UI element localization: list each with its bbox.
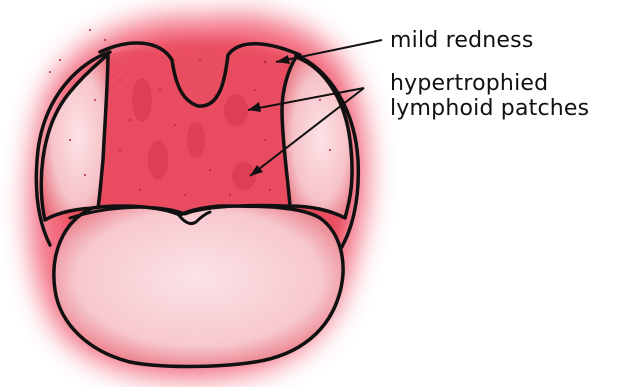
lymphoid-patch: [224, 94, 248, 126]
lymphoid-patch: [187, 122, 205, 158]
label-mild-redness: mild redness: [390, 30, 533, 52]
lymphoid-patch: [148, 140, 168, 180]
lymphoid-patch: [232, 162, 256, 190]
label-hypertrophied: hypertrophied: [390, 73, 548, 95]
label-lymphoid-patches: lymphoid patches: [390, 98, 589, 120]
tongue: [54, 206, 343, 367]
lymphoid-patch: [132, 78, 152, 122]
